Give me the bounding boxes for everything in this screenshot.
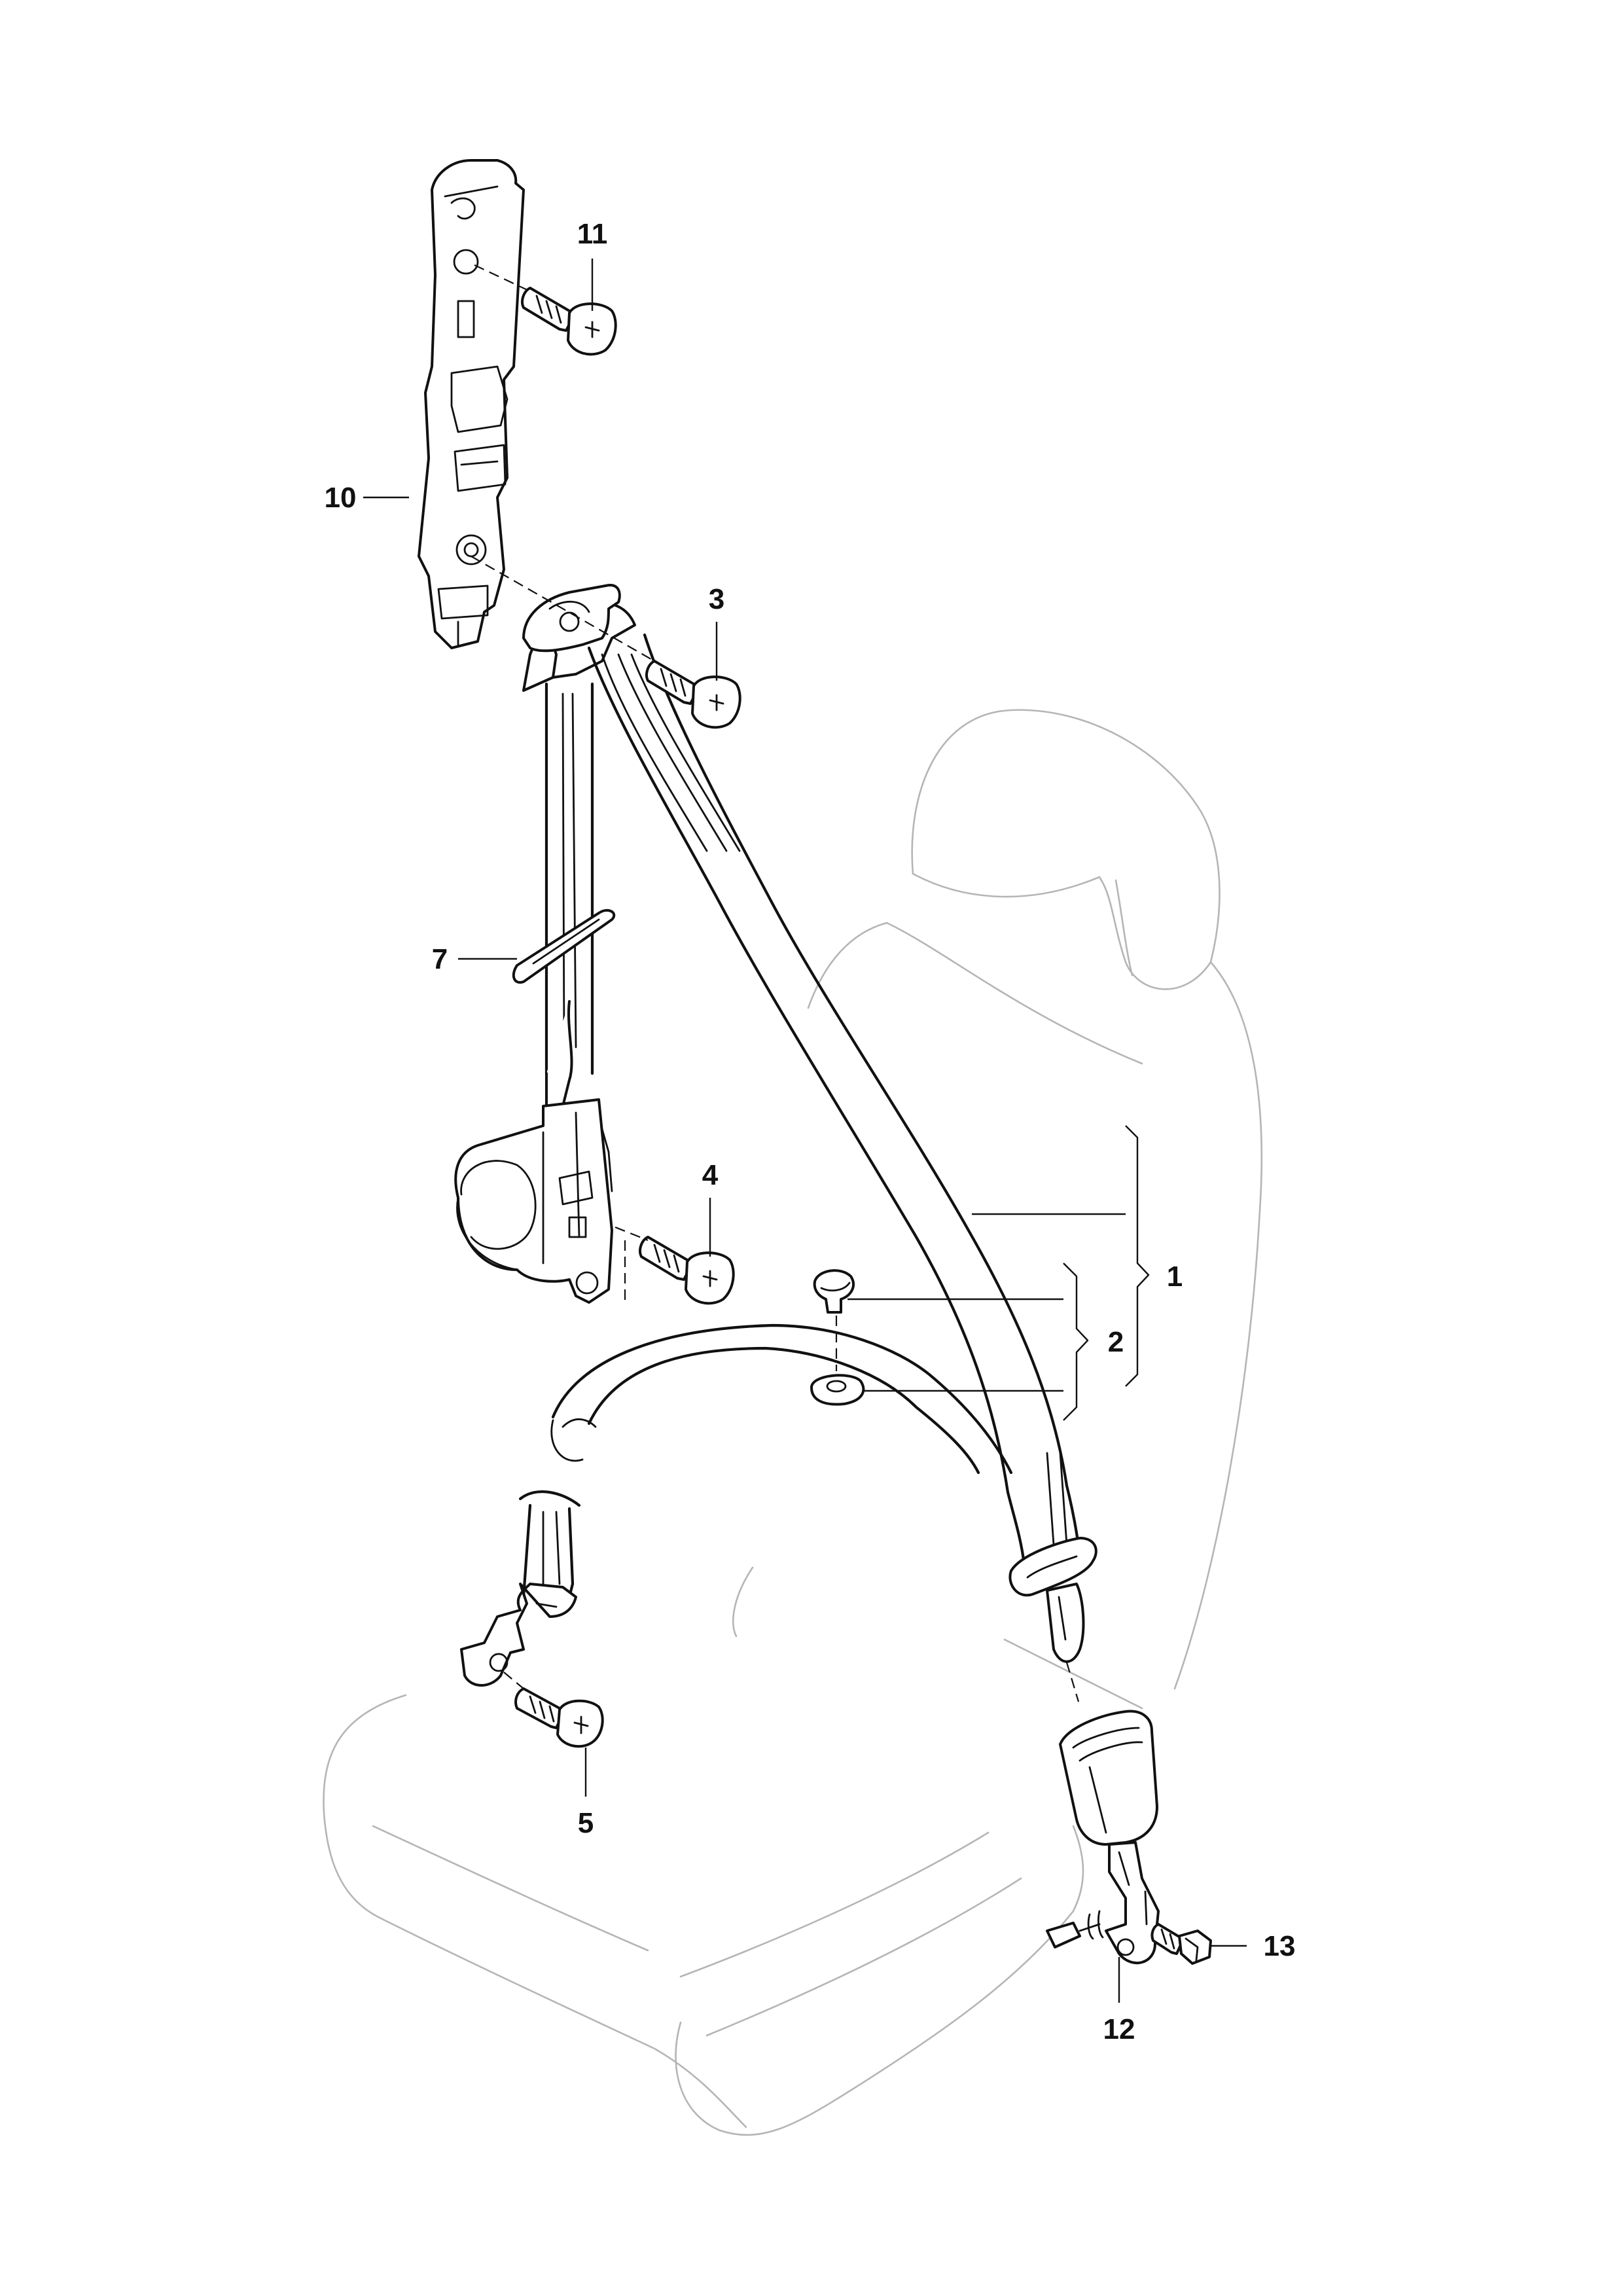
- callout-1: 1: [1167, 1261, 1183, 1293]
- mounting-axes: [471, 264, 655, 1689]
- callout-4: 4: [702, 1159, 719, 1191]
- leader-lines: [363, 259, 1247, 2003]
- bolt-5: [514, 1687, 604, 1748]
- callout-10: 10: [325, 482, 357, 514]
- retractor-assembly: [454, 601, 636, 1304]
- bolt-11: [521, 287, 617, 356]
- bolt-4: [639, 1236, 735, 1305]
- callout-3: 3: [709, 583, 724, 615]
- group-braces: [1063, 1125, 1150, 1421]
- stop-button: [810, 1269, 865, 1406]
- callout-2: 2: [1108, 1326, 1124, 1358]
- callout-11: 11: [577, 218, 608, 250]
- callout-labels: 11 10 3 7 4 1 2 5 12 13: [325, 218, 1296, 2045]
- height-adjuster-rail: [418, 159, 525, 649]
- seat-outline: [323, 709, 1263, 2136]
- callout-13: 13: [1264, 1930, 1296, 1962]
- bolt-13: [1150, 1923, 1212, 1965]
- callout-5: 5: [578, 1807, 594, 1839]
- seat-cushion: [323, 1566, 1143, 2136]
- callout-12: 12: [1103, 2013, 1135, 2045]
- buckle-assembly: [1046, 1710, 1160, 1965]
- belt-slider: [1008, 1537, 1097, 1702]
- bolt-3: [645, 660, 741, 729]
- callout-7: 7: [432, 943, 448, 975]
- lap-belt: [460, 1323, 1013, 1687]
- seat-backrest: [807, 922, 1263, 1690]
- shoulder-belt: [522, 584, 1082, 1566]
- headrest: [911, 709, 1221, 990]
